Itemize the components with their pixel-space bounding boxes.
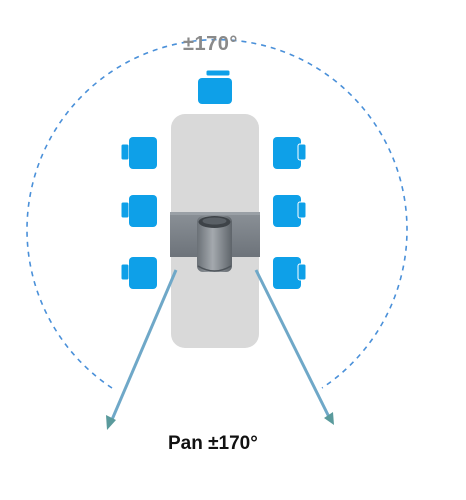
rotation-range-label: ±170°: [183, 33, 238, 55]
dashed-rotation-arc: [26, 38, 408, 389]
chair-left-2: [120, 195, 157, 227]
chair-right-2: [273, 195, 307, 227]
chair-top: [198, 69, 232, 104]
pan-range-label: Pan ±170°: [168, 433, 258, 454]
chair-right-3: [273, 257, 307, 289]
chair-left-3: [120, 257, 157, 289]
chair-right-1: [273, 137, 307, 169]
chair-left-1: [120, 137, 157, 169]
left-field-arrow: [106, 269, 178, 430]
right-field-arrow: [254, 269, 334, 425]
pan-tilt-camera-mount: [170, 212, 260, 272]
